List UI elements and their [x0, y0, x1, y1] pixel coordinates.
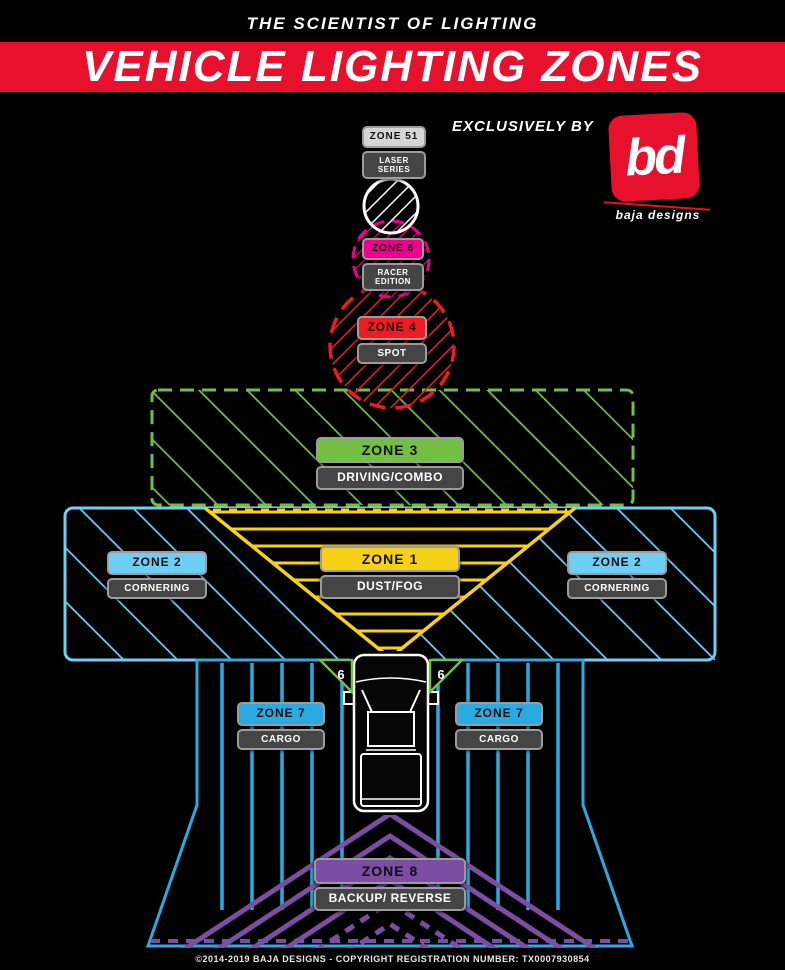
zone51-title: ZONE 51: [362, 126, 426, 148]
copyright-notice: ©2014-2019 BAJA DESIGNS - COPYRIGHT REGI…: [195, 954, 590, 964]
zone51-sub: LASER SERIES: [362, 150, 426, 179]
baja-designs-logo: bd baja designs: [604, 111, 710, 222]
zone2-left-sub: CORNERING: [107, 577, 207, 600]
zone6-marker-left-number: 6: [337, 667, 344, 682]
zone6-sub: RACER EDITION: [362, 262, 424, 291]
zone6-marker-right-number: 6: [437, 667, 444, 682]
zone4-sub: SPOT: [357, 342, 427, 365]
zone3-label: ZONE 3 DRIVING/COMBO: [316, 437, 464, 490]
logo-brand-name: baja designs: [615, 208, 701, 222]
tagline: THE SCIENTIST OF LIGHTING: [246, 14, 539, 33]
zone6-label: ZONE 6 RACER EDITION: [362, 238, 424, 291]
zone8-label: ZONE 8 BACKUP/ REVERSE: [314, 858, 466, 911]
truck: [343, 651, 439, 815]
title-banner: VEHICLE LIGHTING ZONES: [0, 42, 785, 92]
zone2-right-title: ZONE 2: [567, 551, 667, 575]
zone7-left-title: ZONE 7: [237, 702, 325, 726]
zone2-right-sub: CORNERING: [567, 577, 667, 600]
zone3-sub: DRIVING/COMBO: [316, 466, 464, 490]
zone7-right-sub: CARGO: [455, 728, 543, 751]
zone2-left-title: ZONE 2: [107, 551, 207, 575]
zone51-circle: [362, 177, 420, 235]
page-title: VEHICLE LIGHTING ZONES: [82, 42, 703, 91]
zone8-sub: BACKUP/ REVERSE: [314, 887, 466, 911]
zone6-marker-right: 6: [428, 658, 466, 696]
zone1-label: ZONE 1 DUST/FOG: [320, 546, 460, 599]
zone7-label-left: ZONE 7 CARGO: [237, 702, 325, 751]
zone7-label-right: ZONE 7 CARGO: [455, 702, 543, 751]
zone2-label-left: ZONE 2 CORNERING: [107, 551, 207, 600]
zone4-label: ZONE 4 SPOT: [357, 316, 427, 365]
zone4-title: ZONE 4: [357, 316, 427, 340]
zone1-sub: DUST/FOG: [320, 575, 460, 599]
zone8-title: ZONE 8: [314, 858, 466, 885]
zone1-title: ZONE 1: [320, 546, 460, 573]
zone7-right-title: ZONE 7: [455, 702, 543, 726]
zone3-title: ZONE 3: [316, 437, 464, 464]
zone7-left-sub: CARGO: [237, 728, 325, 751]
zone2-label-right: ZONE 2 CORNERING: [567, 551, 667, 600]
zone6-marker-left: 6: [316, 658, 354, 696]
zone6-title: ZONE 6: [362, 238, 424, 260]
zone51-label: ZONE 51 LASER SERIES: [362, 126, 426, 179]
exclusively-by-label: EXCLUSIVELY BY: [452, 118, 594, 135]
